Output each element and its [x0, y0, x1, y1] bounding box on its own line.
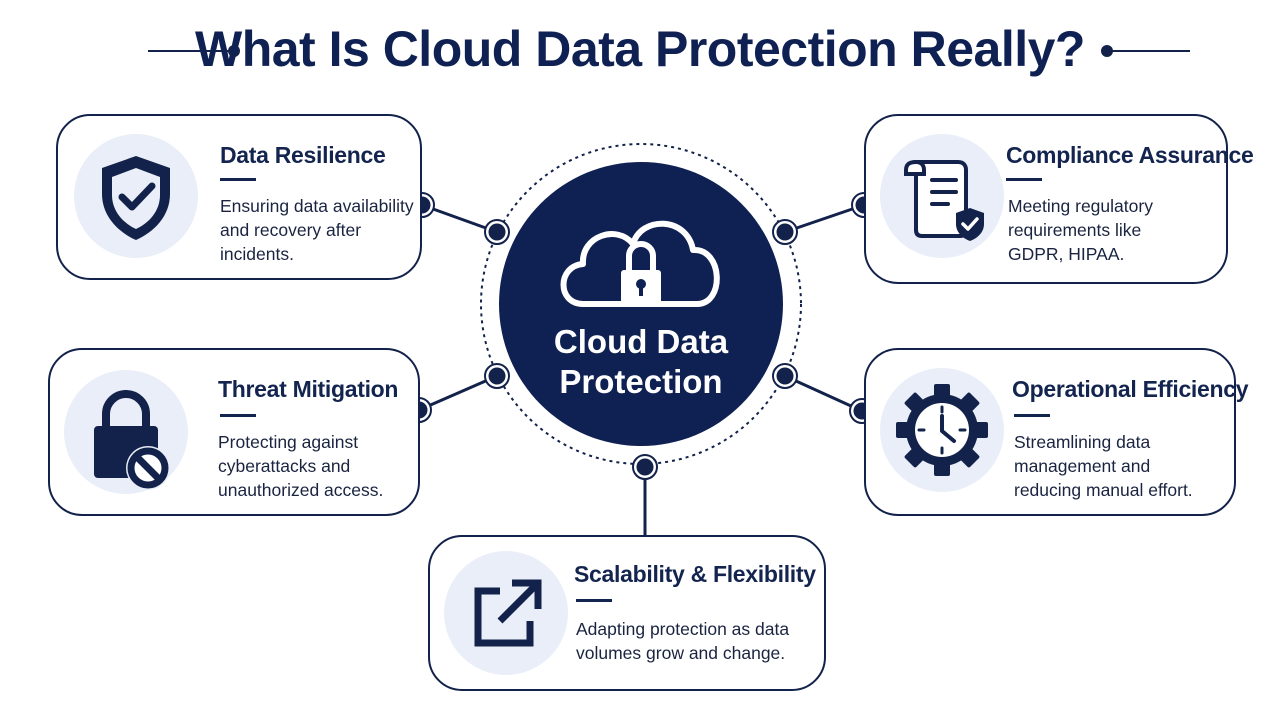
junction-dot	[485, 364, 509, 388]
title-underline	[576, 599, 612, 602]
cloud-lock-icon	[560, 220, 720, 307]
title-left-dot	[228, 45, 240, 57]
title-underline	[1014, 414, 1050, 417]
hub-label-line2: Protection	[559, 363, 723, 400]
junction-dot	[773, 364, 797, 388]
card-description: Ensuring data availability and recovery …	[220, 196, 414, 264]
hub-label-line1: Cloud Data	[553, 323, 729, 360]
icon-circle	[444, 551, 568, 675]
card-description: Meeting regulatory requirements like GDP…	[1008, 196, 1153, 264]
title-left-line	[148, 50, 230, 52]
icon-circle	[64, 370, 188, 494]
card-title: Threat Mitigation	[218, 376, 399, 402]
document-shield-icon	[904, 159, 984, 241]
junction-dot	[485, 220, 509, 244]
page-title: What Is Cloud Data Protection Really?	[195, 21, 1085, 77]
card-description: Adapting protection as data volumes grow…	[576, 619, 790, 663]
card-operational-efficiency: Operational Efficiency Streamlining data…	[864, 348, 1249, 516]
card-description: Protecting against cyberattacks and unau…	[218, 432, 384, 500]
title-underline	[220, 414, 256, 417]
hub-label: Cloud Data Protection	[500, 322, 782, 402]
expand-arrow-icon	[474, 579, 542, 647]
icon-circle	[880, 368, 1004, 492]
card-title: Operational Efficiency	[1012, 376, 1249, 402]
lock-blocked-icon	[94, 390, 170, 490]
title-right-dot	[1101, 45, 1113, 57]
link-compliance	[784, 203, 865, 234]
card-description: Streamlining data management and reducin…	[1014, 432, 1193, 500]
link-threat	[418, 374, 498, 412]
card-threat-mitigation: Threat Mitigation Protecting against cyb…	[48, 348, 420, 516]
gear-clock-icon	[896, 384, 988, 476]
shield-check-icon	[102, 156, 170, 240]
link-data-resilience	[421, 203, 498, 234]
title-row: What Is Cloud Data Protection Really?	[0, 14, 1280, 84]
card-title: Data Resilience	[220, 142, 386, 168]
link-operational	[784, 374, 863, 413]
icon-circle	[880, 134, 1004, 258]
card-data-resilience: Data Resilience Ensuring data availabili…	[56, 114, 422, 280]
icon-circle	[74, 134, 198, 258]
card-title: Scalability & Flexibility	[574, 561, 816, 587]
title-underline	[1006, 178, 1042, 181]
title-underline	[220, 178, 256, 181]
junction-dot	[773, 220, 797, 244]
card-compliance-assurance: Compliance Assurance Meeting regulatory …	[864, 114, 1254, 284]
junction-dot	[633, 455, 657, 479]
card-title: Compliance Assurance	[1006, 142, 1254, 168]
hub-orbit-ring	[480, 143, 802, 465]
title-right-line	[1112, 50, 1190, 52]
card-scalability-flexibility: Scalability & Flexibility Adapting prote…	[428, 535, 826, 691]
